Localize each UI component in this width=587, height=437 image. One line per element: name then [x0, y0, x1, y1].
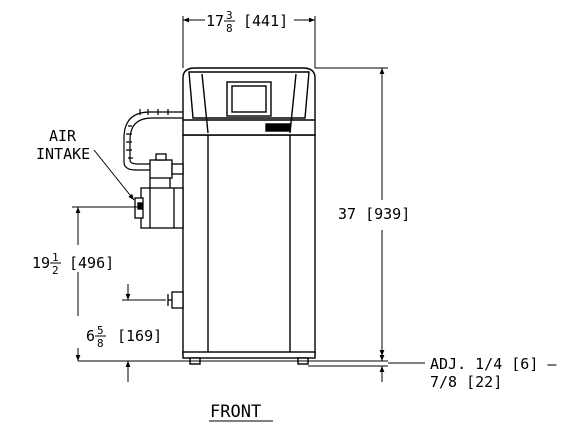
width-dimension: [182, 16, 316, 68]
drain-dim-whole: 6: [86, 327, 95, 345]
width-dim-frac-num: 3: [226, 9, 233, 22]
width-dim-frac-den: 8: [226, 22, 233, 35]
intake-dim-metric: [496]: [69, 254, 114, 272]
air-intake-label-line2: INTAKE: [36, 145, 90, 163]
flex-conduit: [123, 109, 183, 171]
air-intake-assembly: [134, 153, 184, 229]
drain-dim-frac-den: 8: [97, 337, 104, 350]
valve-cap: [155, 153, 167, 161]
base-plinth: [182, 351, 316, 359]
top-cover-bevel: [188, 71, 310, 119]
valve-connector: [171, 163, 184, 175]
drain-fitting: [171, 291, 184, 309]
gas-valve: [149, 159, 173, 179]
drain-height-dimension: [122, 284, 166, 382]
heater-unit: [182, 67, 316, 365]
intake-dim-frac-num: 1: [52, 251, 59, 264]
condensate-drain: [167, 291, 184, 309]
width-dim-metric: [441]: [243, 12, 288, 30]
blower-housing: [140, 187, 184, 229]
leg-adjust-line2: 7/8 [22]: [430, 373, 502, 391]
intake-dim-frac-den: 2: [52, 264, 59, 277]
air-intake-label-line1: AIR: [49, 127, 77, 145]
drain-dim-metric: [169]: [117, 327, 162, 345]
brand-badge: [265, 123, 291, 132]
intake-port: [137, 202, 143, 210]
width-dim-whole: 17: [206, 12, 224, 30]
air-intake-leader: [93, 149, 135, 201]
height-dim-label: 37 [939]: [338, 205, 410, 223]
control-display-screen: [231, 85, 267, 113]
cabinet-body: [182, 134, 316, 356]
intake-dim-whole: 19: [32, 254, 50, 272]
cover-rib-left: [201, 73, 209, 134]
drain-dim-frac-num: 5: [97, 324, 104, 337]
view-title: FRONT: [210, 402, 261, 422]
leg-adjust-line1: ADJ. 1/4 [6] –: [430, 355, 557, 373]
intake-height-dimension: [72, 206, 138, 361]
height-dimension: [315, 67, 388, 356]
cover-rib-right: [289, 73, 297, 134]
